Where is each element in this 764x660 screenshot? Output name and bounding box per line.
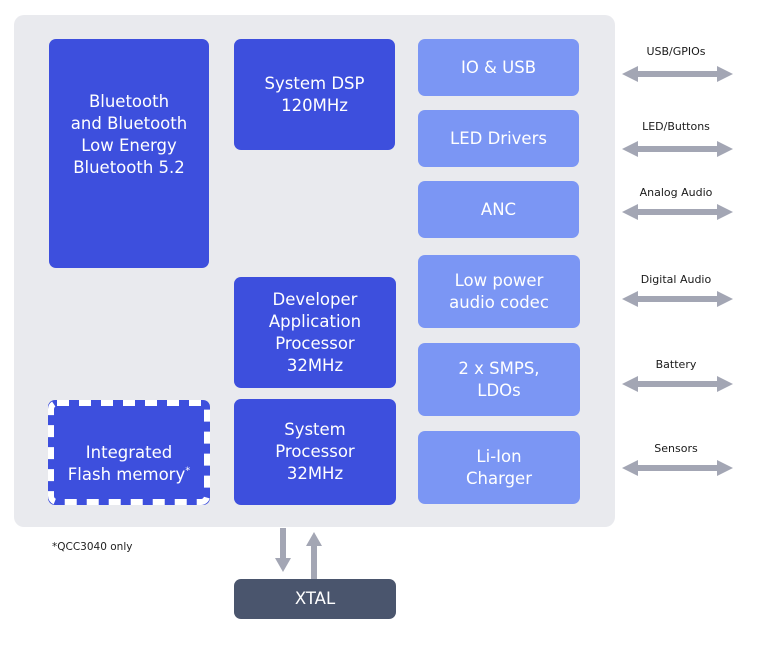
developer-app-processor-block: Developer Application Processor 32MHz bbox=[234, 277, 396, 388]
smps-ldos-block: 2 x SMPS, LDOs bbox=[418, 343, 580, 416]
charger-label: Li-Ion Charger bbox=[466, 446, 532, 488]
interface-label: Battery bbox=[655, 358, 697, 371]
bidirectional-arrow-icon bbox=[622, 376, 733, 392]
bidirectional-arrow-icon bbox=[622, 291, 733, 307]
xtal-label: XTAL bbox=[294, 589, 336, 608]
io-usb-block: IO & USB bbox=[418, 39, 579, 96]
bluetooth-block: Bluetooth and Bluetooth Low Energy Bluet… bbox=[49, 39, 209, 268]
audio-codec-block: Low power audio codec bbox=[418, 255, 580, 328]
interface-label: Analog Audio bbox=[639, 186, 713, 199]
down-arrow-icon bbox=[275, 528, 291, 572]
system-processor-block: System Processor 32MHz bbox=[234, 399, 396, 505]
bidirectional-arrow-icon bbox=[622, 204, 733, 220]
interface-label: USB/GPIOs bbox=[646, 45, 706, 58]
interface-label: Digital Audio bbox=[640, 273, 712, 286]
io-usb-label: IO & USB bbox=[460, 57, 537, 77]
interface-label: LED/Buttons bbox=[642, 120, 710, 133]
bidirectional-arrow-icon bbox=[622, 141, 733, 157]
system-dsp-block: System DSP 120MHz bbox=[234, 39, 395, 150]
interface-label: Sensors bbox=[654, 442, 698, 455]
bidirectional-arrow-icon bbox=[622, 66, 733, 82]
flash-memory-footnote-marker: * bbox=[185, 465, 191, 476]
anc-label: ANC bbox=[480, 199, 517, 219]
up-arrow-icon bbox=[306, 532, 322, 580]
xtal-block: XTAL bbox=[234, 579, 396, 619]
charger-block: Li-Ion Charger bbox=[418, 431, 580, 504]
footnote: *QCC3040 only bbox=[52, 541, 133, 553]
audio-codec-label: Low power audio codec bbox=[449, 270, 549, 312]
anc-block: ANC bbox=[418, 181, 579, 238]
smps-ldos-label: 2 x SMPS, LDOs bbox=[458, 358, 540, 400]
bidirectional-arrow-icon bbox=[622, 460, 733, 476]
system-processor-label: System Processor 32MHz bbox=[275, 420, 355, 483]
led-drivers-block: LED Drivers bbox=[418, 110, 579, 167]
system-dsp-label: System DSP 120MHz bbox=[264, 74, 365, 115]
led-drivers-label: LED Drivers bbox=[450, 128, 547, 148]
flash-memory-label: Integrated Flash memory bbox=[67, 442, 186, 484]
flash-memory-block: Integrated Flash memory* bbox=[48, 400, 210, 505]
bluetooth-block-label: Bluetooth and Bluetooth Low Energy Bluet… bbox=[70, 92, 188, 177]
developer-app-processor-label: Developer Application Processor 32MHz bbox=[268, 289, 362, 375]
